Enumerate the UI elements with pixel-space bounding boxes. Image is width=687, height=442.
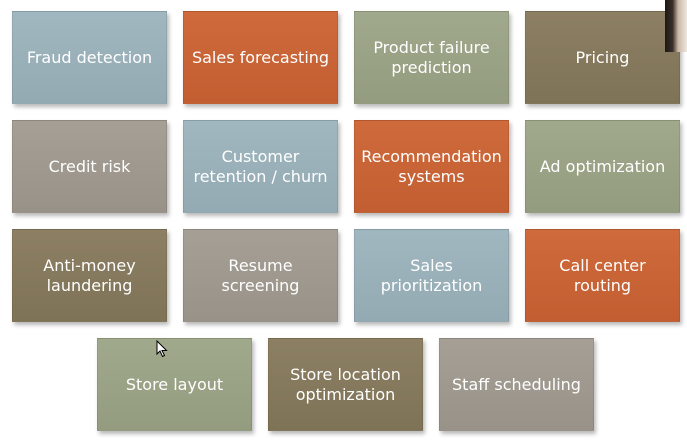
webcam-overlay (665, 0, 687, 52)
tile-store-layout: Store layout (97, 338, 252, 431)
tile-fraud-detection: Fraud detection (12, 11, 167, 104)
tile-store-location-optimization: Store location optimization (268, 338, 423, 431)
tile-sales-forecasting: Sales forecasting (183, 11, 338, 104)
mouse-pointer-icon (156, 340, 168, 358)
tile-resume-screening: Resume screening (183, 229, 338, 322)
tile-call-center-routing: Call center routing (525, 229, 680, 322)
tile-recommendation-systems: Recommendation systems (354, 120, 509, 213)
tile-credit-risk: Credit risk (12, 120, 167, 213)
tile-anti-money-laundering: Anti-money laundering (12, 229, 167, 322)
tile-customer-retention: Customer retention / churn (183, 120, 338, 213)
tile-sales-prioritization: Sales prioritization (354, 229, 509, 322)
tile-staff-scheduling: Staff scheduling (439, 338, 594, 431)
tile-ad-optimization: Ad optimization (525, 120, 680, 213)
tile-pricing: Pricing (525, 11, 680, 104)
tile-product-failure-prediction: Product failure prediction (354, 11, 509, 104)
